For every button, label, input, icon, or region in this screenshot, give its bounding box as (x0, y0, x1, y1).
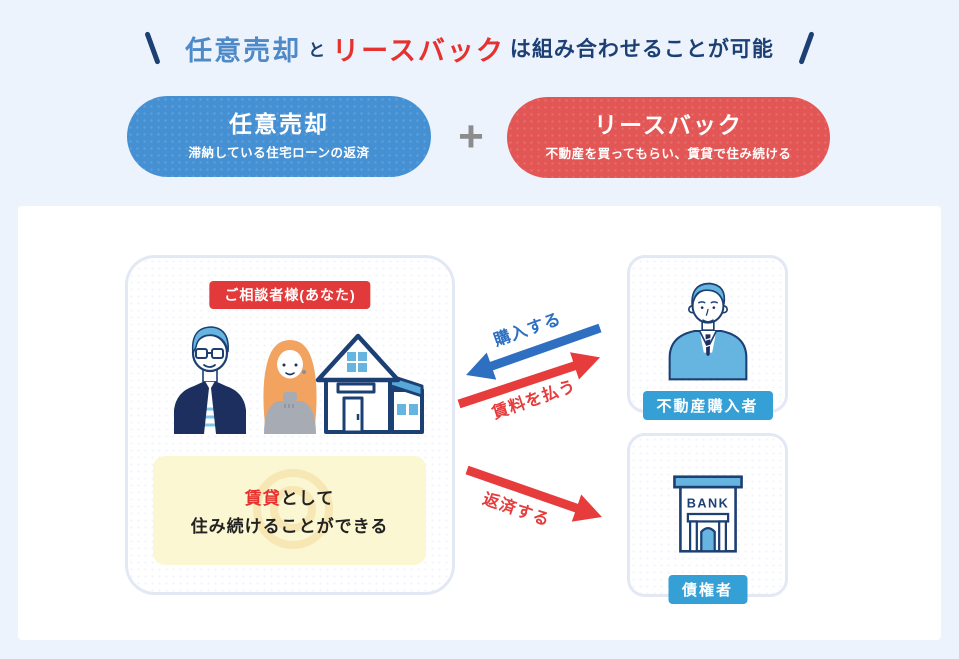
consultant-card: ご相談者様(あなた) (125, 255, 455, 595)
note-line1: 賃貸として (245, 484, 335, 509)
buyer-label: 不動産購入者 (642, 391, 773, 420)
note-text: 賃貸として 住み続けることができる (153, 456, 426, 565)
title-rest: は組み合わせることが可能 (509, 38, 774, 61)
leaseback-note: 賃貸として 住み続けることができる (153, 456, 426, 565)
businessman-icon (668, 282, 747, 381)
title-term-blue: 任意売却 (185, 35, 302, 66)
creditor-label: 債権者 (667, 575, 748, 604)
title-term-red: リースバック (332, 35, 505, 66)
pill-leaseback-title: リースバック (594, 112, 743, 139)
circle-mark-icon (253, 469, 333, 549)
man-icon (174, 326, 246, 434)
house-icon (315, 333, 424, 434)
pill-voluntary-sale-title: 任意売却 (229, 111, 329, 138)
buyer-card: 不動産購入者 (627, 255, 788, 420)
bank-sign-text: BANK (686, 496, 729, 510)
title-conjunction: と (308, 40, 326, 60)
slash-decoration-left (144, 31, 161, 65)
bank-icon: BANK (672, 475, 743, 553)
glasses-icon (195, 348, 224, 359)
creditor-card: BANK 債権者 (627, 433, 788, 604)
pill-leaseback: リースバック 不動産を買ってもらい、賃貸で住み続ける (507, 97, 830, 178)
slash-decoration-right (798, 31, 815, 65)
consultant-label: ご相談者様(あなた) (209, 281, 371, 309)
woman-icon (263, 340, 317, 434)
note-highlight: 賃貸 (244, 489, 281, 508)
note-line2: 住み続けることができる (190, 517, 389, 536)
pill-voluntary-sale-subtitle: 滞納している住宅ローンの返済 (188, 145, 370, 160)
family-house-illustration (174, 326, 424, 434)
note-line1-rest: として (280, 489, 335, 508)
plus-sign: + (458, 112, 484, 161)
pill-leaseback-subtitle: 不動産を買ってもらい、賃貸で住み続ける (545, 146, 792, 161)
pill-voluntary-sale: 任意売却 滞納している住宅ローンの返済 (127, 96, 431, 177)
page-title: 任意売却 と リースバック は組み合わせることが可能 (0, 26, 959, 70)
